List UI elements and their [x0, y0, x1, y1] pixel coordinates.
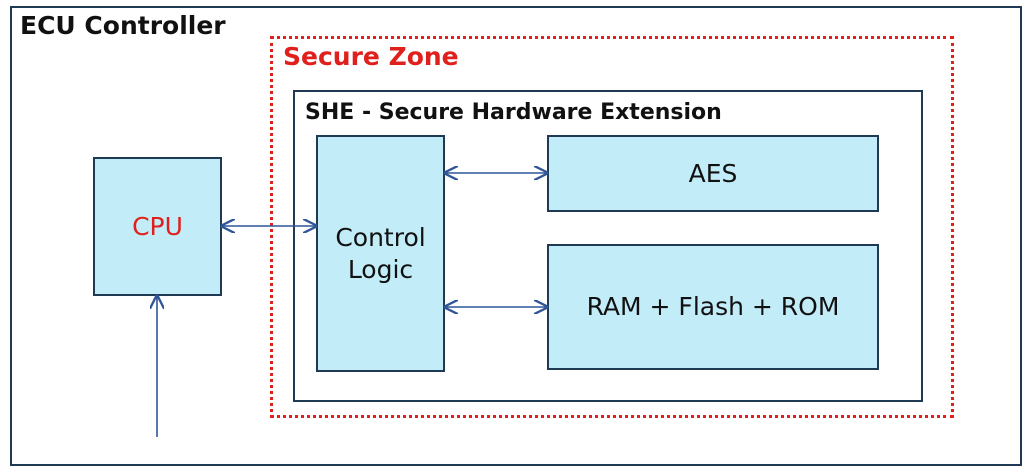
- cpu-block: CPU: [93, 157, 222, 296]
- secure-zone-title: Secure Zone: [283, 42, 459, 71]
- memory-block: RAM + Flash + ROM: [547, 244, 879, 370]
- control-logic-label: Control Logic: [335, 223, 426, 284]
- ecu-controller-title: ECU Controller: [20, 11, 226, 40]
- aes-label: AES: [688, 158, 738, 188]
- aes-block: AES: [547, 135, 879, 212]
- memory-label: RAM + Flash + ROM: [586, 292, 840, 322]
- control-logic-block: Control Logic: [316, 135, 445, 372]
- cpu-label: CPU: [132, 211, 183, 241]
- she-title: SHE - Secure Hardware Extension: [305, 100, 722, 125]
- she-frame: [293, 90, 923, 402]
